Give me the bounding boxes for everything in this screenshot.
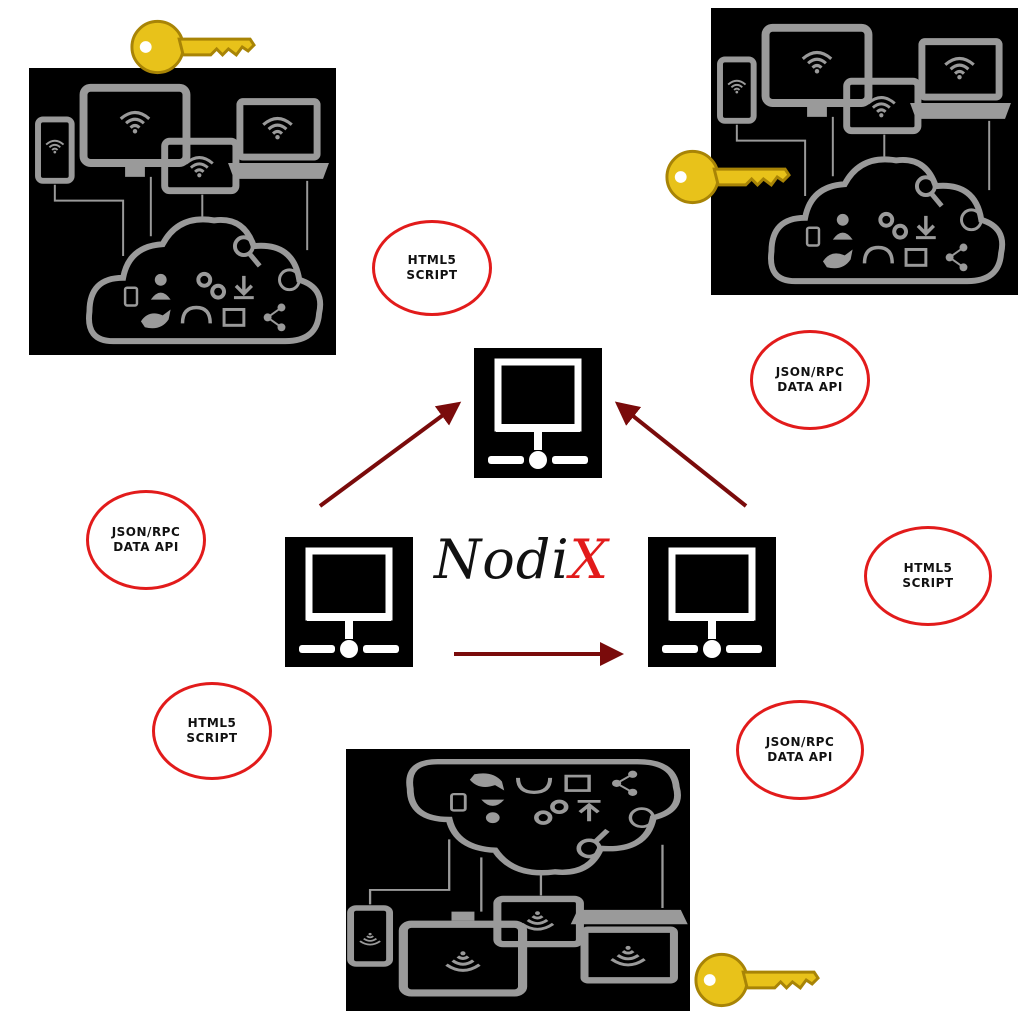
- bubble-line-2: DATA API: [113, 540, 179, 554]
- key-icon: [692, 948, 820, 1012]
- arrow-icon: [614, 401, 748, 508]
- bubble-line-1: JSON/RPC: [765, 735, 835, 749]
- bubble-line-2: SCRIPT: [186, 731, 238, 745]
- cloud-icon: [29, 68, 336, 355]
- brand-accent: X: [569, 528, 610, 591]
- bubble-line-2: SCRIPT: [902, 576, 954, 590]
- network-terminal-icon: [285, 537, 413, 667]
- brand-title: NodiX: [434, 528, 609, 591]
- bubble-line-1: HTML5: [903, 561, 953, 575]
- protocol-bubble: JSON/RPC DATA API: [86, 490, 206, 590]
- bubble-line-2: SCRIPT: [406, 268, 458, 282]
- protocol-bubble: JSON/RPC DATA API: [750, 330, 870, 430]
- bubble-line-2: DATA API: [777, 380, 843, 394]
- network-terminal-right: [648, 537, 776, 667]
- key-icon: [663, 145, 791, 209]
- cloud-devices-panel-bottom: [346, 749, 690, 1011]
- cloud-devices-panel-top-left: [29, 68, 336, 355]
- cloud-devices-panel-top-right: [711, 8, 1018, 295]
- brand-prefix: Nodi: [434, 528, 570, 591]
- protocol-bubble: JSON/RPC DATA API: [736, 700, 864, 800]
- protocol-bubble: HTML5 SCRIPT: [864, 526, 992, 626]
- bubble-line-1: HTML5: [187, 716, 237, 730]
- cloud-icon: [346, 749, 690, 1011]
- bubble-line-1: JSON/RPC: [775, 365, 845, 379]
- key-icon: [128, 15, 256, 79]
- network-terminal-icon: [474, 348, 602, 478]
- protocol-bubble: HTML5 SCRIPT: [372, 220, 492, 316]
- bubble-line-2: DATA API: [767, 750, 833, 764]
- bubble-line-1: JSON/RPC: [111, 525, 181, 539]
- arrow-icon: [318, 401, 462, 508]
- protocol-bubble: HTML5 SCRIPT: [152, 682, 272, 780]
- bubble-line-1: HTML5: [407, 253, 457, 267]
- network-terminal-left: [285, 537, 413, 667]
- network-terminal-icon: [648, 537, 776, 667]
- network-terminal-top: [474, 348, 602, 478]
